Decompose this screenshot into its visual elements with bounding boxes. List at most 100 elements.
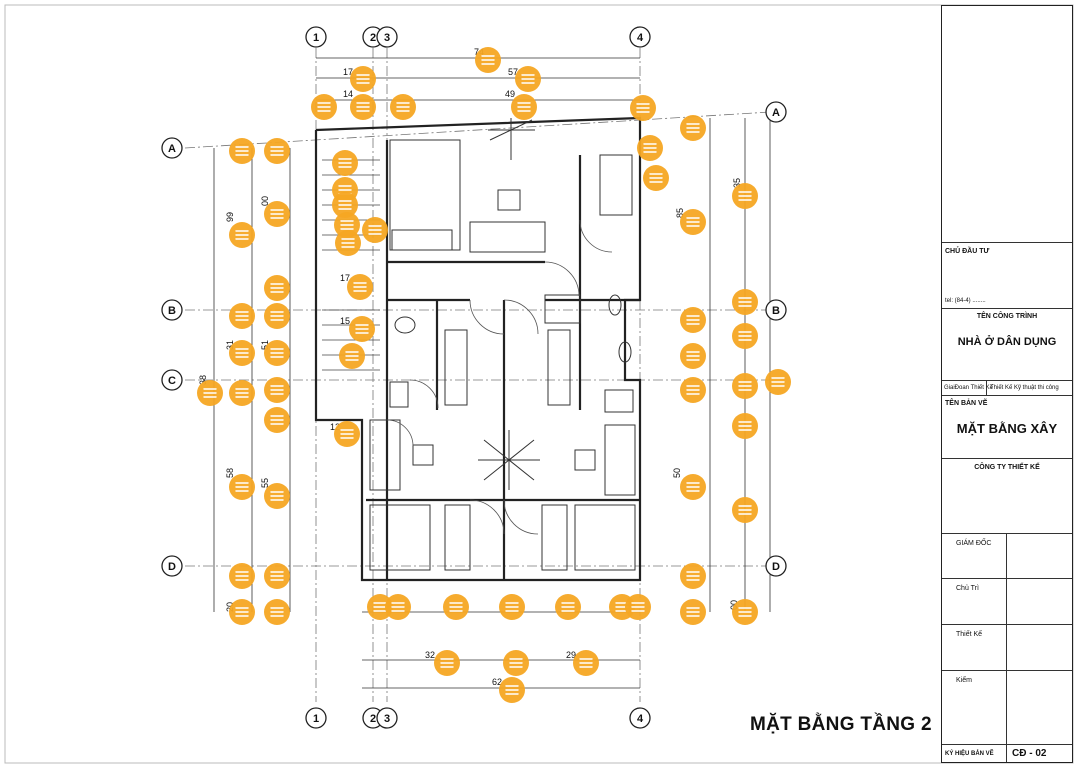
annotation-marker[interactable] bbox=[349, 316, 375, 342]
annotation-marker[interactable] bbox=[680, 474, 706, 500]
annotation-marker[interactable] bbox=[264, 340, 290, 366]
dim-text: 62 bbox=[492, 677, 502, 687]
plan-title: MẶT BẰNG TẦNG 2 bbox=[750, 714, 932, 735]
dim-text: 00 bbox=[260, 196, 270, 206]
annotation-marker[interactable] bbox=[385, 594, 411, 620]
annotation-marker[interactable] bbox=[334, 421, 360, 447]
client-label: CHỦ ĐẦU TƯ bbox=[945, 248, 990, 255]
dim-text: 12 bbox=[330, 422, 340, 432]
annotation-marker[interactable] bbox=[765, 369, 791, 395]
dim-text: 57 bbox=[508, 67, 518, 77]
annotation-marker[interactable] bbox=[680, 115, 706, 141]
annotation-marker[interactable] bbox=[732, 413, 758, 439]
drawing-code-label: KÝ HIỆU BẢN VẼ bbox=[945, 751, 994, 757]
annotation-marker[interactable] bbox=[680, 599, 706, 625]
annotation-marker[interactable] bbox=[264, 599, 290, 625]
dimension-lines bbox=[213, 57, 771, 689]
annotation-marker[interactable] bbox=[335, 230, 361, 256]
sign-label: GIÁM ĐỐC bbox=[956, 540, 992, 547]
annotation-marker[interactable] bbox=[264, 201, 290, 227]
dim-text: 85 bbox=[675, 208, 685, 218]
annotation-marker[interactable] bbox=[362, 217, 388, 243]
annotation-marker[interactable] bbox=[732, 373, 758, 399]
annotation-marker[interactable] bbox=[264, 303, 290, 329]
dimension-texts: 74 17 57 14 49 17 15 12 32 29 62 99 00 3… bbox=[198, 47, 742, 687]
annotation-marker[interactable] bbox=[350, 94, 376, 120]
annotation-marker[interactable] bbox=[630, 95, 656, 121]
axis-bottom-2: 2 bbox=[370, 713, 376, 725]
sign-cell bbox=[1006, 625, 1007, 670]
drawing-title: MẶT BẰNG XÂY bbox=[956, 421, 1058, 436]
annotation-marker[interactable] bbox=[264, 483, 290, 509]
annotation-marker[interactable] bbox=[625, 594, 651, 620]
axis-bottom-3: 3 bbox=[384, 713, 390, 725]
door-swings bbox=[386, 219, 613, 535]
annotation-marker[interactable] bbox=[229, 474, 255, 500]
sign-cell bbox=[1006, 671, 1007, 744]
annotation-marker[interactable] bbox=[732, 497, 758, 523]
stage-box: GiaiĐoan Thiết Kế Thiết Kế Kỹ thuật thi … bbox=[942, 381, 1072, 396]
annotation-marker[interactable] bbox=[499, 677, 525, 703]
annotation-marker[interactable] bbox=[229, 380, 255, 406]
annotation-marker[interactable] bbox=[637, 135, 663, 161]
drawing-code: CĐ - 02 bbox=[1012, 748, 1047, 759]
annotation-marker[interactable] bbox=[643, 165, 669, 191]
annotation-marker[interactable] bbox=[229, 599, 255, 625]
annotation-marker[interactable] bbox=[197, 380, 223, 406]
annotation-marker[interactable] bbox=[732, 289, 758, 315]
annotation-marker[interactable] bbox=[339, 343, 365, 369]
annotation-marker[interactable] bbox=[555, 594, 581, 620]
annotation-marker[interactable] bbox=[573, 650, 599, 676]
annotation-marker[interactable] bbox=[229, 303, 255, 329]
annotation-marker[interactable] bbox=[443, 594, 469, 620]
annotation-marker[interactable] bbox=[264, 275, 290, 301]
annotation-marker[interactable] bbox=[347, 274, 373, 300]
dim-text: 00 bbox=[729, 600, 739, 610]
annotation-marker[interactable] bbox=[732, 323, 758, 349]
annotation-marker[interactable] bbox=[680, 563, 706, 589]
annotation-marker[interactable] bbox=[475, 47, 501, 73]
annotation-marker[interactable] bbox=[499, 594, 525, 620]
annotation-marker[interactable] bbox=[511, 94, 537, 120]
annotation-marker[interactable] bbox=[732, 599, 758, 625]
dim-text: 49 bbox=[505, 89, 515, 99]
stage-label: GiaiĐoan Thiết Kế bbox=[944, 385, 993, 391]
annotation-marker[interactable] bbox=[332, 150, 358, 176]
annotation-marker[interactable] bbox=[229, 222, 255, 248]
drawing-title-box: TÊN BẢN VẼ MẶT BẰNG XÂY bbox=[942, 396, 1072, 459]
axis-top-3: 3 bbox=[384, 32, 390, 44]
dim-text: 14 bbox=[343, 89, 353, 99]
annotation-marker[interactable] bbox=[264, 377, 290, 403]
stage-value: Thiết Kế Kỹ thuật thi công bbox=[990, 385, 1059, 391]
annotation-marker[interactable] bbox=[350, 66, 376, 92]
annotation-marker[interactable] bbox=[332, 192, 358, 218]
annotation-marker[interactable] bbox=[434, 650, 460, 676]
annotation-marker[interactable] bbox=[680, 377, 706, 403]
annotation-marker[interactable] bbox=[264, 563, 290, 589]
project-name: NHÀ Ở DÂN DỤNG bbox=[957, 336, 1057, 348]
annotation-marker[interactable] bbox=[390, 94, 416, 120]
stage-divider bbox=[986, 381, 987, 395]
annotation-marker[interactable] bbox=[264, 407, 290, 433]
annotation-marker[interactable] bbox=[311, 94, 337, 120]
annotation-marker[interactable] bbox=[503, 650, 529, 676]
annotation-marker[interactable] bbox=[229, 138, 255, 164]
annotation-marker[interactable] bbox=[229, 340, 255, 366]
ceiling-fans bbox=[478, 118, 540, 490]
dim-text: 17 bbox=[340, 273, 350, 283]
annotation-marker[interactable] bbox=[229, 563, 255, 589]
annotation-marker[interactable] bbox=[264, 138, 290, 164]
annotation-marker[interactable] bbox=[680, 209, 706, 235]
building-walls bbox=[314, 116, 642, 582]
sign-label: Thiết Kế bbox=[956, 631, 983, 638]
dim-text: 31 bbox=[225, 340, 235, 350]
dim-text: 55 bbox=[260, 478, 270, 488]
grid-axis-bubbles bbox=[161, 26, 787, 729]
annotation-marker[interactable] bbox=[732, 183, 758, 209]
annotation-marker[interactable] bbox=[367, 594, 393, 620]
annotation-marker[interactable] bbox=[515, 66, 541, 92]
axis-top-1: 1 bbox=[313, 32, 319, 44]
annotation-marker[interactable] bbox=[680, 343, 706, 369]
client-box: CHỦ ĐẦU TƯ tel: (84-4) ........ bbox=[942, 243, 1072, 309]
annotation-marker[interactable] bbox=[680, 307, 706, 333]
